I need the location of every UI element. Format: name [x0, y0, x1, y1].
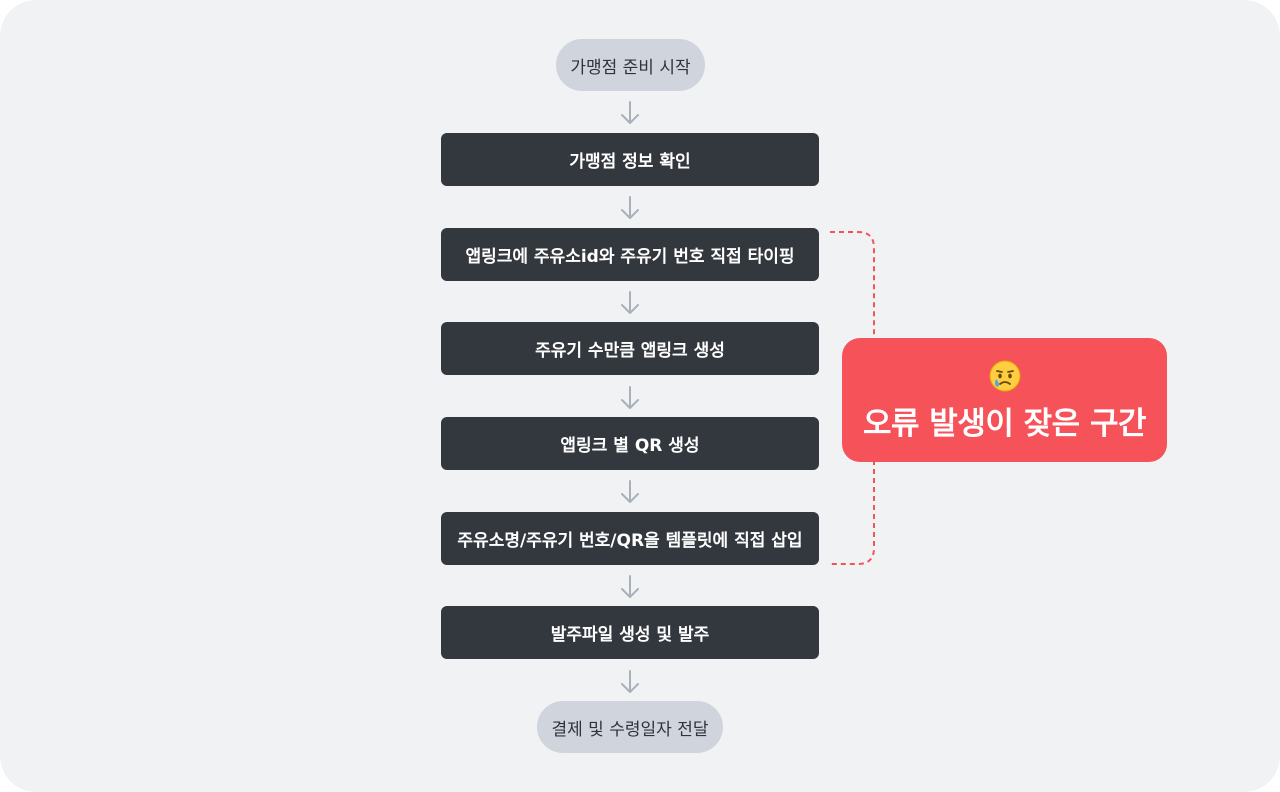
step-label: 앱링크에 주유소id와 주유기 번호 직접 타이핑: [465, 247, 795, 267]
callout-text: 오류 발생이 잦은 구간: [862, 405, 1147, 442]
crying-face-icon: [989, 360, 1020, 391]
arrow-down-icon: [621, 575, 639, 598]
arrow-down-icon: [621, 196, 639, 219]
step-verify-store-info: 가맹점 정보 확인: [441, 133, 819, 186]
step-label: 앱링크 별 QR 생성: [560, 436, 700, 456]
step-label: 발주파일 생성 및 발주: [550, 625, 710, 645]
step-type-applink-ids: 앱링크에 주유소id와 주유기 번호 직접 타이핑: [441, 228, 819, 281]
error-section-bracket: [830, 231, 875, 565]
step-generate-applinks: 주유기 수만큼 앱링크 생성: [441, 322, 819, 375]
step-generate-qr: 앱링크 별 QR 생성: [441, 417, 819, 470]
arrow-down-icon: [621, 670, 639, 693]
step-insert-into-template: 주유소명/주유기 번호/QR을 템플릿에 직접 삽입: [441, 512, 819, 565]
step-create-order-file: 발주파일 생성 및 발주: [441, 606, 819, 659]
start-node-label: 가맹점 준비 시작: [570, 57, 691, 78]
end-node: 결제 및 수령일자 전달: [537, 701, 723, 753]
arrow-down-icon: [621, 386, 639, 409]
arrow-down-icon: [621, 291, 639, 314]
step-label: 주유기 수만큼 앱링크 생성: [535, 341, 725, 361]
step-label: 주유소명/주유기 번호/QR을 템플릿에 직접 삽입: [457, 531, 803, 551]
end-node-label: 결제 및 수령일자 전달: [551, 719, 709, 740]
arrow-down-icon: [621, 101, 639, 124]
start-node: 가맹점 준비 시작: [556, 39, 705, 91]
error-prone-callout: 오류 발생이 잦은 구간: [842, 338, 1167, 462]
step-label: 가맹점 정보 확인: [569, 152, 691, 172]
arrow-down-icon: [621, 480, 639, 503]
